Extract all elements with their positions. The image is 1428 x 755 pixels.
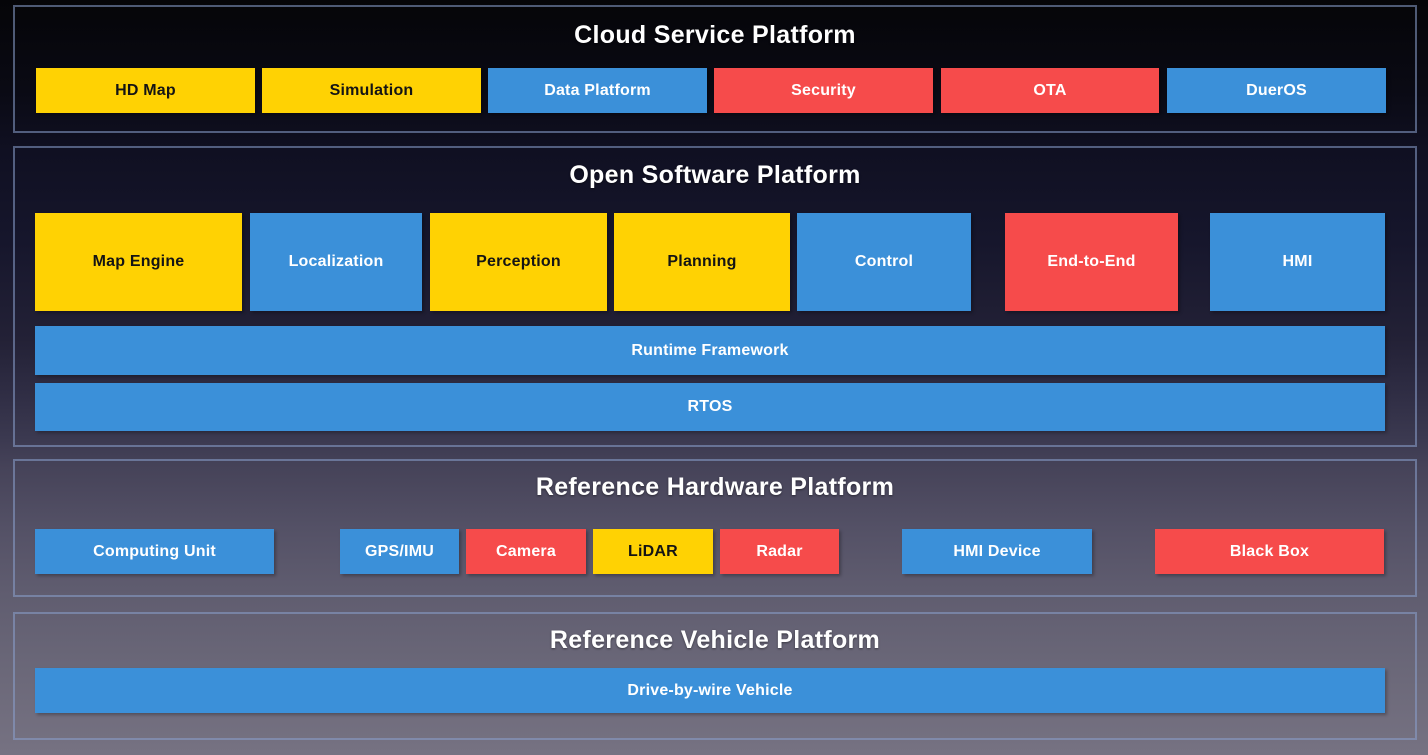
cloud-box-simulation: Simulation	[262, 68, 481, 113]
module-box-planning: Planning	[614, 213, 790, 311]
module-box-hmi: HMI	[1210, 213, 1385, 311]
module-box-control: Control	[797, 213, 971, 311]
bar-drive-by-wire-vehicle: Drive-by-wire Vehicle	[35, 668, 1385, 713]
cloud-box-data-platform: Data Platform	[488, 68, 707, 113]
hw-box-black-box: Black Box	[1155, 529, 1384, 574]
open-software-platform-title: Open Software Platform	[569, 161, 861, 189]
open-software-platform-section: Open Software Platform Map Engine Locali…	[13, 146, 1417, 447]
hw-box-radar: Radar	[720, 529, 839, 574]
hw-box-camera: Camera	[466, 529, 586, 574]
reference-hardware-platform-title: Reference Hardware Platform	[535, 473, 895, 501]
cloud-box-dueros: DuerOS	[1167, 68, 1386, 113]
module-box-localization: Localization	[250, 213, 422, 311]
reference-vehicle-platform-section: Reference Vehicle Platform Drive-by-wire…	[13, 612, 1417, 740]
cloud-service-platform-title: Cloud Service Platform	[574, 21, 856, 49]
cloud-box-ota: OTA	[941, 68, 1159, 113]
module-box-perception: Perception	[430, 213, 607, 311]
hw-box-gps-imu: GPS/IMU	[340, 529, 459, 574]
cloud-box-security: Security	[714, 68, 933, 113]
bar-runtime-framework: Runtime Framework	[35, 326, 1385, 375]
cloud-service-platform-section: Cloud Service Platform HD Map Simulation…	[13, 5, 1417, 133]
module-box-map-engine: Map Engine	[35, 213, 242, 311]
module-box-end-to-end: End-to-End	[1005, 213, 1178, 311]
bar-rtos: RTOS	[35, 383, 1385, 431]
reference-hardware-platform-section: Reference Hardware Platform Computing Un…	[13, 459, 1417, 597]
hw-box-hmi-device: HMI Device	[902, 529, 1092, 574]
hw-box-computing-unit: Computing Unit	[35, 529, 274, 574]
hw-box-lidar: LiDAR	[593, 529, 713, 574]
cloud-box-hd-map: HD Map	[36, 68, 255, 113]
reference-vehicle-platform-title: Reference Vehicle Platform	[549, 626, 881, 654]
